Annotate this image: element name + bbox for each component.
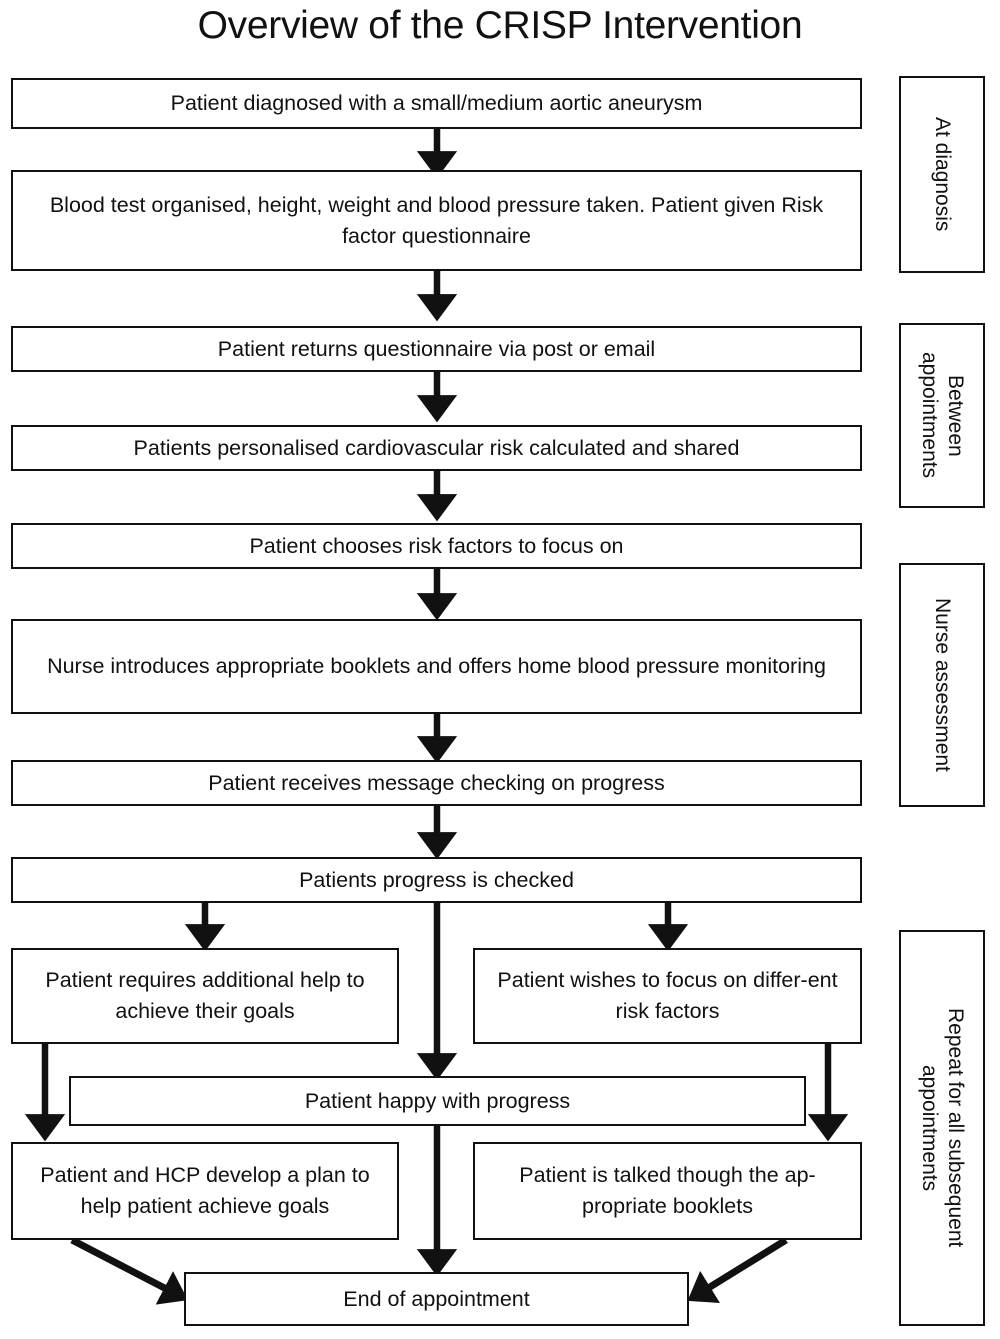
flow-node-n9[interactable]: Patient requires additional help to achi…	[11, 948, 399, 1044]
phase-label: Repeat for all subsequent appointments	[918, 1008, 967, 1248]
flow-node-n11[interactable]: Patient happy with progress	[69, 1076, 806, 1126]
flow-node-n10[interactable]: Patient wishes to focus on differ-ent ri…	[473, 948, 862, 1044]
phase-label: At diagnosis	[931, 117, 954, 232]
flow-node-n14[interactable]: End of appointment	[184, 1272, 689, 1326]
flow-node-label: Blood test organised, height, weight and…	[49, 192, 824, 248]
phase-box-nurse-assessment[interactable]: Nurse assessment	[899, 563, 985, 807]
phase-box-between-appointments[interactable]: Between appointments	[899, 323, 985, 508]
connector-n13-n14	[687, 1237, 788, 1303]
phase-box-repeat-subsequent[interactable]: Repeat for all subsequent appointments	[899, 930, 985, 1326]
flow-node-n8[interactable]: Patients progress is checked	[11, 857, 862, 903]
phase-label: Nurse assessment	[931, 598, 954, 772]
flow-node-label: Patient receives message checking on pro…	[208, 770, 665, 795]
flow-node-label: Patient happy with progress	[304, 1088, 571, 1113]
flow-node-n3[interactable]: Patient returns questionnaire via post o…	[11, 326, 862, 372]
flow-node-label: Patient diagnosed with a small/medium ao…	[170, 91, 703, 115]
flow-node-label: Patient wishes to focus on differ-ent ri…	[497, 968, 838, 1023]
flow-node-label: Patient requires additional help to achi…	[45, 968, 365, 1023]
connector-n12-n14	[70, 1236, 188, 1305]
flow-node-n5[interactable]: Patient chooses risk factors to focus on	[11, 523, 862, 569]
flow-node-n13[interactable]: Patient is talked though the ap-propriat…	[473, 1142, 862, 1240]
flow-node-n1[interactable]: Patient diagnosed with a small/medium ao…	[11, 78, 862, 129]
flow-node-label: Nurse introduces appropriate booklets an…	[47, 654, 826, 678]
flow-node-label: Patients progress is checked	[299, 867, 574, 892]
flow-node-label: End of appointment	[343, 1286, 530, 1311]
flow-node-label: Patient is talked though the ap-propriat…	[519, 1163, 816, 1218]
flow-node-label: Patient and HCP develop a plan to help p…	[40, 1163, 370, 1218]
flow-node-n2[interactable]: Blood test organised, height, weight and…	[11, 170, 862, 271]
flow-node-n4[interactable]: Patients personalised cardiovascular ris…	[11, 425, 862, 471]
phase-label: Between appointments	[918, 352, 967, 479]
page-title: Overview of the CRISP Intervention	[197, 4, 803, 47]
flow-node-n6[interactable]: Nurse introduces appropriate booklets an…	[11, 619, 862, 714]
flow-node-label: Patients personalised cardiovascular ris…	[133, 435, 740, 460]
flow-node-n12[interactable]: Patient and HCP develop a plan to help p…	[11, 1142, 399, 1240]
flow-node-n7[interactable]: Patient receives message checking on pro…	[11, 760, 862, 806]
flow-node-label: Patient returns questionnaire via post o…	[217, 336, 656, 361]
flow-node-label: Patient chooses risk factors to focus on	[249, 533, 624, 558]
phase-box-at-diagnosis[interactable]: At diagnosis	[899, 76, 985, 273]
